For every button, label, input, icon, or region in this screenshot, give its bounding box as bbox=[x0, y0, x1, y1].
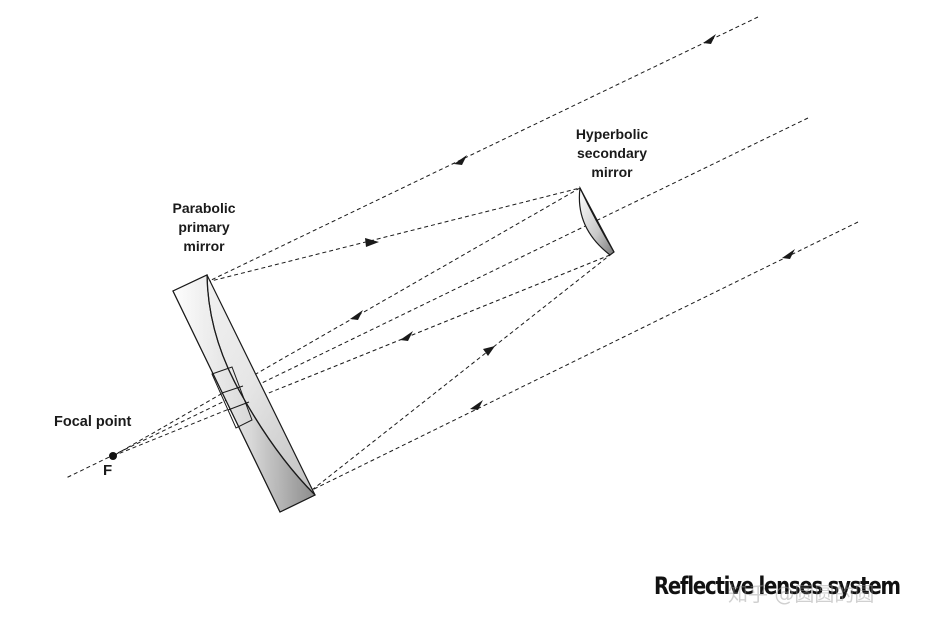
arrow-reflected-lower bbox=[483, 346, 495, 356]
primary-mirror-label-line2: primary bbox=[178, 219, 230, 235]
light-rays bbox=[65, 16, 859, 491]
arrow-top-ray-2 bbox=[454, 155, 467, 165]
reflected-ray-upper bbox=[206, 187, 581, 283]
focal-point-dot bbox=[109, 452, 117, 460]
primary-mirror bbox=[0, 0, 317, 513]
reflected-ray-lower bbox=[311, 254, 611, 491]
primary-mirror-label-line1: Parabolic bbox=[172, 200, 236, 216]
primary-mirror-hole bbox=[0, 0, 1, 1]
watermark: 知乎 @圆圆的圆 bbox=[728, 582, 875, 606]
primary-mirror-aperture-line bbox=[221, 385, 244, 394]
primary-mirror-curve bbox=[206, 274, 316, 496]
incoming-ray-top bbox=[206, 16, 759, 283]
primary-mirror-label: Parabolic primary mirror bbox=[160, 199, 248, 256]
arrow-top-ray bbox=[703, 34, 716, 44]
focal-point-label: Focal point bbox=[54, 414, 132, 430]
secondary-mirror-body bbox=[578, 185, 615, 256]
primary-mirror-aperture-line-2 bbox=[227, 401, 250, 411]
arrow-axis bbox=[782, 249, 795, 259]
secondary-mirror bbox=[578, 185, 615, 256]
arrow-bottom-ray bbox=[470, 400, 483, 410]
secondary-mirror-label-line3: mirror bbox=[591, 164, 633, 180]
secondary-mirror-label: Hyperbolic secondary mirror bbox=[562, 125, 662, 182]
arrow-converge-upper bbox=[350, 310, 363, 320]
primary-mirror-label-line3: mirror bbox=[183, 238, 225, 254]
arrow-reflected-upper bbox=[365, 238, 379, 247]
focal-point-letter: F bbox=[103, 462, 113, 479]
secondary-mirror-label-line1: Hyperbolic bbox=[575, 126, 649, 142]
secondary-mirror-label-line2: secondary bbox=[576, 145, 648, 161]
diagram-caption: Reflective lenses system bbox=[654, 572, 901, 600]
ray-arrows bbox=[350, 34, 795, 410]
arrow-converge-lower bbox=[400, 331, 413, 341]
secondary-mirror-edge bbox=[579, 187, 615, 253]
converging-ray-lower bbox=[112, 254, 611, 457]
incoming-ray-bottom bbox=[311, 221, 859, 491]
converging-ray-upper bbox=[112, 187, 581, 457]
optical-axis bbox=[65, 117, 809, 479]
